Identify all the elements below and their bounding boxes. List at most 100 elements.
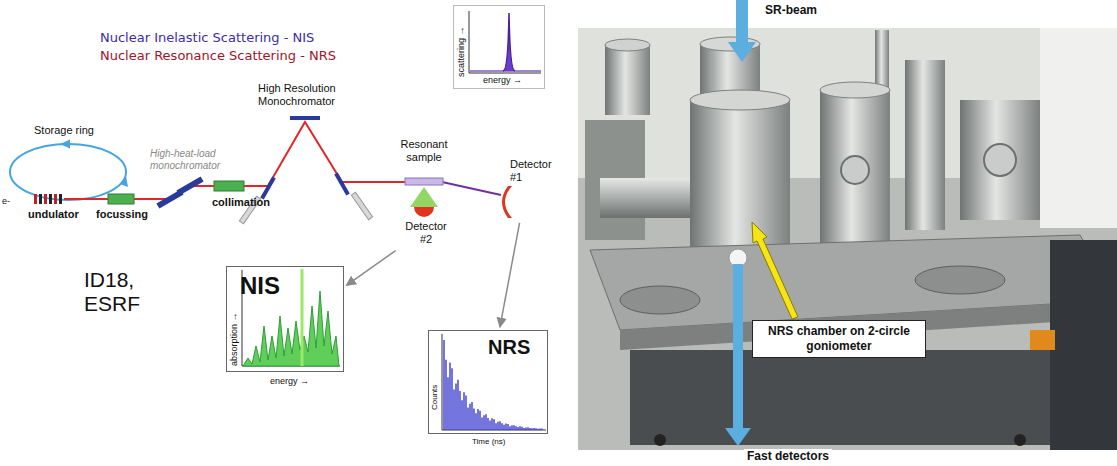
collimation-lens [214,181,244,191]
heading-text: Nuclear Resonance Scattering - NRS [100,48,336,63]
count-bar [487,418,488,430]
count-bar [491,418,492,430]
count-bar [533,428,534,430]
count-bar [457,380,458,430]
node-label: NRS [488,336,530,359]
detector-dish [414,207,434,217]
node-label: energy → [270,376,309,386]
undulator-magnet [44,194,47,204]
component-node: NRS CountsTime (ns) [428,330,548,450]
plot-frame [227,267,344,372]
chamber-cylinder [820,90,890,250]
undulator-magnet [54,194,57,204]
count-bar [497,422,498,430]
detector-arrow [725,428,751,446]
count-bar [469,404,470,430]
particle-label: e- [2,196,10,206]
part-name: Storage ring [34,124,94,136]
undulator-magnet [59,194,62,204]
undulator-magnet [39,194,42,204]
chamber-cylinder [605,45,650,115]
count-bar [501,423,502,430]
count-bar [509,426,510,430]
nis-spectrum [243,291,339,366]
count-bar [531,428,532,430]
count-bar [465,396,466,430]
count-bar [477,409,478,430]
count-bar [495,423,496,430]
elastic-peak [301,269,304,366]
table-wheel [1014,434,1026,446]
viewport-flange [841,156,869,184]
node-label: Counts [430,385,439,410]
count-bar [503,425,504,430]
count-bar [455,383,456,430]
undulator-magnet [49,194,52,204]
count-bar [473,408,474,430]
fluorescence-fan [410,187,438,207]
count-bar [513,425,514,430]
hrm-crystal [260,177,275,200]
count-bar [529,428,530,430]
beam-arrow [728,42,756,62]
chamber-flange [690,90,790,110]
undulator-magnet [34,194,37,204]
station-name: ID18, ESRF [84,268,156,316]
node-label: Detector #1 [510,158,556,184]
part-name: undulator [28,208,79,220]
heading-text: Nuclear Inelastic Scattering - NIS [100,30,314,45]
beam-arrow [736,0,748,44]
focussing-lens [108,194,134,204]
count-bar [489,421,490,430]
count-bar [525,427,526,430]
count-bar [535,428,536,430]
x-ray-beam [64,122,406,199]
part-name: High Resolution Monochromator [258,82,354,108]
spectrum-peak [503,13,515,71]
count-bar [475,413,476,430]
node-label: absorption → [229,312,239,366]
detector-dish [502,186,512,218]
node-label: Resonant sample [396,138,452,164]
part-name: collimation [212,196,270,208]
node-label: NIS [240,272,280,300]
count-bar [537,429,538,430]
node-label: Time (ns) [472,437,505,446]
count-bar [443,340,444,430]
count-bar [479,411,480,430]
chamber-flange [605,39,650,51]
beam-label: SR-beam [762,3,820,17]
count-bar [451,368,452,430]
count-bar [519,426,520,430]
count-bar [523,428,524,430]
node-label: Detector #2 [398,220,454,246]
signal-arrow [500,223,520,327]
signal-arrow [346,251,395,286]
count-bar [517,427,518,430]
callout-box: NRS chamber on 2-circle goniometer [752,320,926,358]
chamber-cylinder [905,60,945,230]
nrs-chamber [690,100,790,250]
chamber-cylinder [960,100,1040,220]
hrm-crystal [290,116,320,120]
component-node: scattering →energy → [453,5,545,89]
part-name: focussing [96,208,148,220]
count-bar [481,418,482,430]
hrm-crystal [334,173,349,196]
part-name: High-heat-load monochromator [150,148,230,172]
count-bar [539,429,540,430]
count-bar [453,389,454,430]
plot-axes [469,11,541,73]
ring-arrow [60,140,70,149]
count-bar [459,391,460,430]
count-bar [499,421,500,430]
goniometer-plate [620,286,700,314]
chamber-flange [820,82,890,98]
control-box [1030,330,1055,350]
photo-background [578,28,1117,450]
count-bar [527,427,528,430]
count-bar [521,427,522,430]
scattered-beam [442,182,501,195]
detector-arrow [733,264,743,430]
